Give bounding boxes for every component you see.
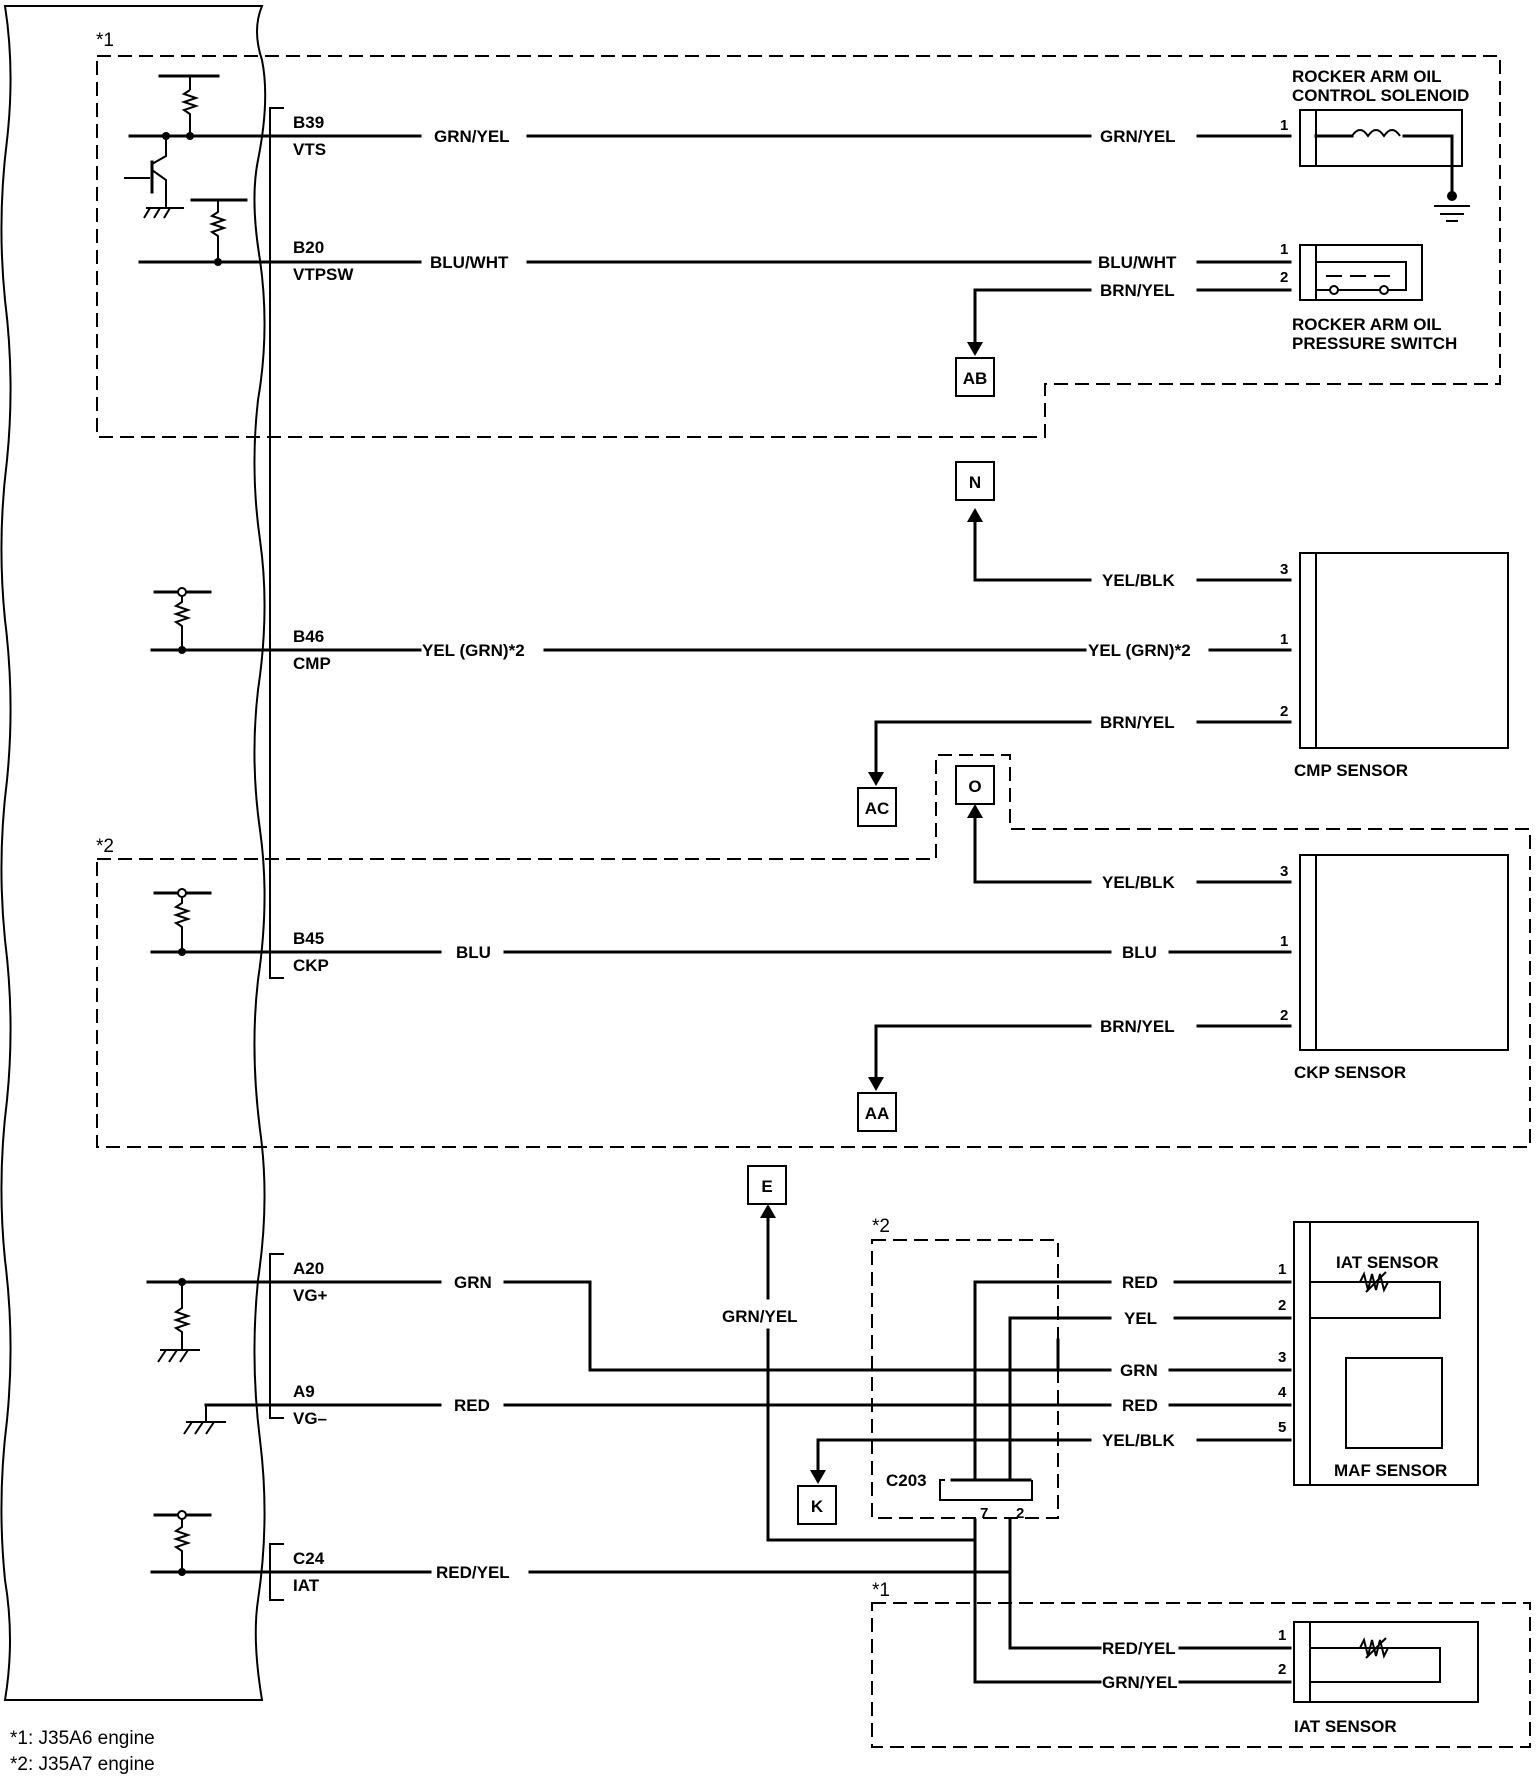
ref-k: K bbox=[811, 1497, 824, 1516]
ref-e: E bbox=[761, 1177, 772, 1196]
pin-num: 3 bbox=[1280, 561, 1288, 578]
footnote-2: *2: J35A7 engine bbox=[10, 1754, 155, 1775]
wire-maf-yelblk: YEL/BLK bbox=[1102, 1431, 1175, 1450]
signal-vts: VTS bbox=[293, 140, 326, 159]
pin-c24: C24 bbox=[293, 1549, 325, 1568]
pin-num: 3 bbox=[1280, 863, 1288, 880]
pin-num: 2 bbox=[1280, 703, 1288, 720]
ref-ac: AC bbox=[865, 799, 890, 818]
ckp-sensor-label: CKP SENSOR bbox=[1294, 1063, 1406, 1082]
pin-numbers: 1 1 2 3 1 2 3 1 2 1 2 3 4 5 7 2 1 2 bbox=[980, 117, 1288, 1678]
wire-iatb-p2: GRN/YEL bbox=[1102, 1673, 1178, 1692]
pin-num: 2 bbox=[1016, 1505, 1024, 1522]
wires bbox=[268, 134, 1292, 1684]
arrow-heads bbox=[760, 342, 983, 1484]
ecm-body bbox=[0, 5, 267, 1701]
wire-vts-left: GRN/YEL bbox=[434, 127, 510, 146]
wire-maf-red: RED bbox=[1122, 1396, 1158, 1415]
wire-cmp-right: YEL (GRN)*2 bbox=[1088, 641, 1191, 660]
footnote-1: *1: J35A6 engine bbox=[10, 1728, 155, 1749]
pin-num: 2 bbox=[1278, 1297, 1286, 1314]
pin-num: 5 bbox=[1278, 1419, 1286, 1436]
group-j35a7-bottom-box bbox=[871, 1239, 1059, 1519]
marker-g1-bottom: *1 bbox=[872, 1580, 890, 1601]
pin-num: 7 bbox=[980, 1505, 988, 1522]
group-j35a6-bottom-box bbox=[871, 1602, 1531, 1748]
iat-sensor-a-label: IAT SENSOR bbox=[1336, 1253, 1439, 1272]
pin-num: 1 bbox=[1280, 241, 1288, 258]
pin-num: 1 bbox=[1280, 117, 1288, 134]
wire-vts-right: GRN/YEL bbox=[1100, 127, 1176, 146]
iat-sensor-b-label: IAT SENSOR bbox=[1294, 1717, 1397, 1736]
marker-g2-bottom: *2 bbox=[872, 1216, 890, 1237]
ref-n: N bbox=[969, 473, 981, 492]
ref-o: O bbox=[968, 777, 981, 796]
ecm-pin-labels: B39 VTS B20 VTPSW B46 CMP B45 CKP A20 VG… bbox=[293, 113, 354, 1595]
wire-cmp-gnd: BRN/YEL bbox=[1100, 713, 1175, 732]
pin-num: 4 bbox=[1278, 1384, 1287, 1401]
footnotes: *1: J35A6 engine *2: J35A7 engine bbox=[10, 1728, 155, 1775]
reference-boxes bbox=[747, 357, 995, 1525]
signal-ckp: CKP bbox=[293, 956, 329, 975]
signal-cmp: CMP bbox=[293, 654, 331, 673]
switch-label-1: ROCKER ARM OIL bbox=[1292, 315, 1442, 334]
pin-num: 2 bbox=[1280, 269, 1288, 286]
solenoid-label-1: ROCKER ARM OIL bbox=[1292, 67, 1442, 86]
wire-vtpsw-left: BLU/WHT bbox=[430, 253, 509, 272]
wire-vg-plus: GRN bbox=[454, 1273, 492, 1292]
pin-a9: A9 bbox=[293, 1382, 315, 1401]
pin-b46: B46 bbox=[293, 627, 324, 646]
pin-brackets bbox=[269, 107, 284, 1601]
solenoid-label-2: CONTROL SOLENOID bbox=[1292, 86, 1469, 105]
reference-labels: AB N AC O AA E K bbox=[761, 369, 987, 1516]
wire-vg-minus: RED bbox=[454, 1396, 490, 1415]
pin-num: 1 bbox=[1280, 631, 1288, 648]
pin-b39: B39 bbox=[293, 113, 324, 132]
pin-num: 1 bbox=[1278, 1261, 1286, 1278]
pin-b45: B45 bbox=[293, 929, 324, 948]
marker-g2-mid: *2 bbox=[96, 836, 114, 857]
wire-iat-red: RED bbox=[1122, 1273, 1158, 1292]
wire-vtpsw-right: BLU/WHT bbox=[1098, 253, 1177, 272]
switch-label-2: PRESSURE SWITCH bbox=[1292, 334, 1457, 353]
pin-a20: A20 bbox=[293, 1259, 324, 1278]
marker-g1-top: *1 bbox=[96, 30, 114, 51]
group-j35a6-top-box bbox=[96, 55, 1501, 438]
pin-num: 2 bbox=[1280, 1007, 1288, 1024]
components bbox=[939, 109, 1509, 1703]
ref-ab: AB bbox=[963, 369, 988, 388]
wire-maf-grn: GRN bbox=[1120, 1361, 1158, 1380]
pin-num: 3 bbox=[1278, 1349, 1286, 1366]
wire-iat-sig: RED/YEL bbox=[436, 1563, 510, 1582]
pin-num: 2 bbox=[1278, 1661, 1286, 1678]
group-markers: *1 *2 *2 *1 bbox=[96, 30, 890, 1601]
wire-vtpsw-gnd: BRN/YEL bbox=[1100, 281, 1175, 300]
wire-ckp-right: BLU bbox=[1122, 943, 1157, 962]
wire-ckp-sig: YEL/BLK bbox=[1102, 873, 1175, 892]
wire-iat-yel: YEL bbox=[1124, 1309, 1157, 1328]
wire-ckp-left: BLU bbox=[456, 943, 491, 962]
wire-cmp-sig: YEL/BLK bbox=[1102, 571, 1175, 590]
group-j35a7-mid-box bbox=[96, 754, 1531, 1148]
ecm-internal-circuits bbox=[124, 74, 272, 1576]
wire-iatb-p1: RED/YEL bbox=[1102, 1639, 1176, 1658]
pin-num: 1 bbox=[1280, 933, 1288, 950]
cmp-sensor-label: CMP SENSOR bbox=[1294, 761, 1408, 780]
wire-labels: GRN/YEL GRN/YEL BLU/WHT BLU/WHT BRN/YEL … bbox=[422, 127, 1191, 1692]
connector-c203-label: C203 bbox=[886, 1471, 927, 1490]
wire-e-feed: GRN/YEL bbox=[722, 1307, 798, 1326]
component-labels: ROCKER ARM OIL CONTROL SOLENOID ROCKER A… bbox=[886, 67, 1469, 1736]
pin-b20: B20 bbox=[293, 238, 324, 257]
signal-vg-minus: VG– bbox=[293, 1409, 327, 1428]
signal-vg-plus: VG+ bbox=[293, 1286, 328, 1305]
wire-cmp-left: YEL (GRN)*2 bbox=[422, 641, 525, 660]
wire-ckp-gnd: BRN/YEL bbox=[1100, 1017, 1175, 1036]
signal-iat: IAT bbox=[293, 1576, 320, 1595]
ref-aa: AA bbox=[865, 1104, 890, 1123]
signal-vtpsw: VTPSW bbox=[293, 265, 354, 284]
pin-num: 1 bbox=[1278, 1627, 1286, 1644]
maf-sensor-label: MAF SENSOR bbox=[1334, 1461, 1447, 1480]
